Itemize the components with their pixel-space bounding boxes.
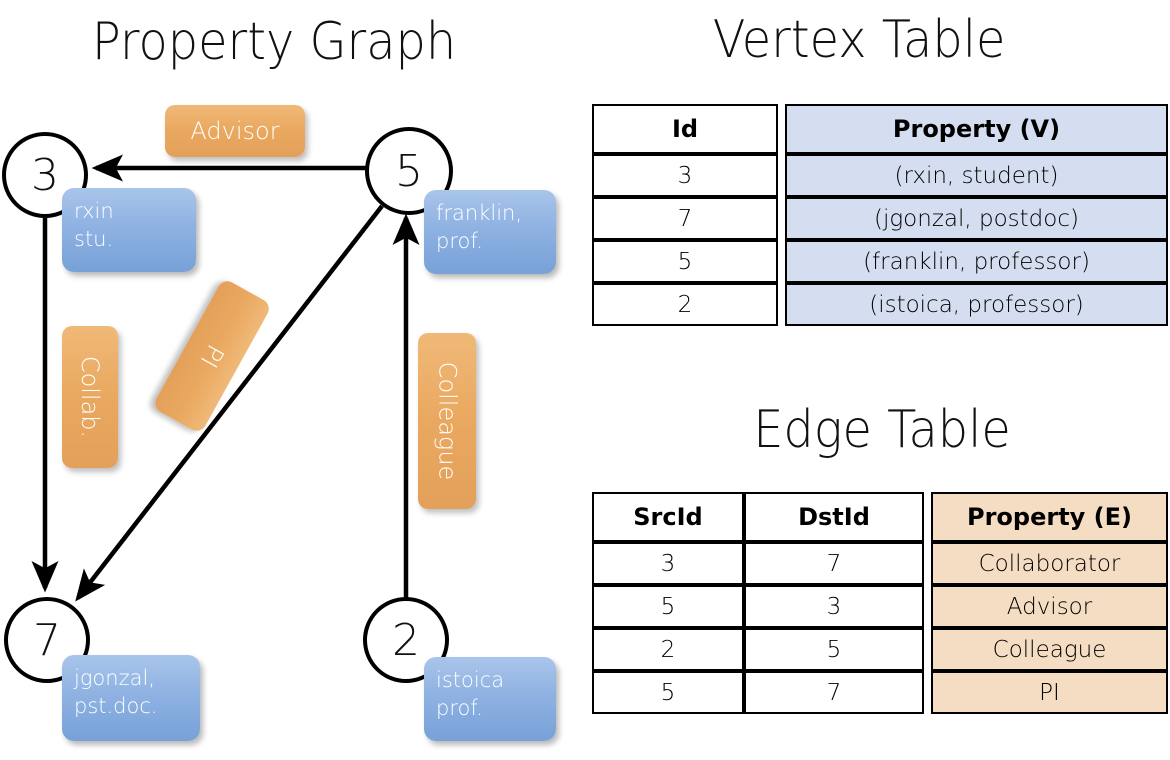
edge-header-srcid: SrcId — [592, 492, 744, 542]
vertex-cell-id: 2 — [592, 283, 778, 326]
vertex-cell-property: (istoica, professor) — [785, 283, 1168, 326]
page-title-edge-table: Edge Table — [753, 400, 1011, 460]
vertex-cell-id: 5 — [592, 240, 778, 283]
edge-cell-dstid: 7 — [744, 671, 924, 714]
edge-label-chip-colleague: Colleague — [418, 333, 476, 509]
edge-cell-property: Advisor — [931, 585, 1168, 628]
edge-header-dstid: DstId — [744, 492, 924, 542]
edge-label-pi-text: PI — [194, 339, 230, 373]
bubble-line-2: prof. — [436, 695, 483, 720]
column-gap — [924, 671, 931, 714]
bubble-line-2: pst.doc. — [74, 693, 158, 718]
graph-node-3-label: 3 — [31, 149, 59, 201]
edge-table: SrcId DstId Property (E) 3 7 Collaborato… — [592, 492, 1168, 714]
graph-node-2[interactable]: 2 — [363, 597, 449, 683]
table-row[interactable]: 3 (rxin, student) — [592, 154, 1168, 197]
vertex-header-id: Id — [592, 104, 778, 154]
table-header-row: SrcId DstId Property (E) — [592, 492, 1168, 542]
table-row[interactable]: 5 (franklin, professor) — [592, 240, 1168, 283]
vertex-cell-property: (jgonzal, postdoc) — [785, 197, 1168, 240]
edge-cell-srcid: 2 — [592, 628, 744, 671]
edge-label-colleague-text: Colleague — [433, 361, 462, 481]
column-gap — [778, 104, 785, 154]
graph-node-7-label: 7 — [33, 614, 61, 666]
edge-cell-property: PI — [931, 671, 1168, 714]
vertex-cell-id: 3 — [592, 154, 778, 197]
column-gap — [924, 492, 931, 542]
table-row[interactable]: 5 7 PI — [592, 671, 1168, 714]
column-gap — [778, 154, 785, 197]
bubble-line-1: istoica — [436, 668, 505, 692]
graph-node-5[interactable]: 5 — [365, 127, 453, 215]
bubble-line-2: stu. — [74, 226, 114, 251]
vertex-header-property: Property (V) — [785, 104, 1168, 154]
bubble-line-1: rxin — [74, 199, 114, 223]
table-row[interactable]: 2 (istoica, professor) — [592, 283, 1168, 326]
vertex-property-bubble-istoica: istoica prof. — [424, 657, 556, 741]
column-gap — [924, 542, 931, 585]
vertex-table: Id Property (V) 3 (rxin, student) 7 (jgo… — [592, 104, 1168, 326]
edge-line-pi — [75, 204, 384, 602]
bubble-line-2: prof. — [436, 228, 483, 253]
graph-node-5-label: 5 — [395, 145, 423, 197]
edge-cell-dstid: 7 — [744, 542, 924, 585]
edge-label-chip-advisor: Advisor — [165, 105, 305, 157]
vertex-cell-property: (franklin, professor) — [785, 240, 1168, 283]
bubble-line-1: jgonzal, — [74, 666, 155, 690]
page-title-property-graph: Property Graph — [91, 12, 457, 72]
edge-cell-dstid: 5 — [744, 628, 924, 671]
edge-cell-srcid: 5 — [592, 585, 744, 628]
bubble-line-1: franklin, — [436, 201, 523, 225]
column-gap — [778, 197, 785, 240]
column-gap — [778, 240, 785, 283]
vertex-cell-id: 7 — [592, 197, 778, 240]
property-graph-diagram: 3 5 7 2 rxin stu. franklin, prof. jgonza… — [0, 0, 580, 760]
edge-header-property: Property (E) — [931, 492, 1168, 542]
vertex-property-bubble-rxin: rxin stu. — [62, 188, 196, 272]
table-row[interactable]: 3 7 Collaborator — [592, 542, 1168, 585]
edge-cell-property: Collaborator — [931, 542, 1168, 585]
page-title-vertex-table: Vertex Table — [712, 10, 1006, 70]
column-gap — [924, 628, 931, 671]
column-gap — [778, 283, 785, 326]
edge-cell-dstid: 3 — [744, 585, 924, 628]
edge-label-chip-collab: Collab. — [62, 326, 118, 468]
vertex-property-bubble-franklin: franklin, prof. — [424, 190, 556, 274]
table-header-row: Id Property (V) — [592, 104, 1168, 154]
edge-label-advisor-text: Advisor — [190, 117, 280, 145]
vertex-cell-property: (rxin, student) — [785, 154, 1168, 197]
edge-cell-srcid: 5 — [592, 671, 744, 714]
edge-cell-property: Colleague — [931, 628, 1168, 671]
table-row[interactable]: 2 5 Colleague — [592, 628, 1168, 671]
column-gap — [924, 585, 931, 628]
graph-node-2-label: 2 — [392, 614, 420, 666]
vertex-property-bubble-jgonzal: jgonzal, pst.doc. — [62, 655, 200, 741]
edge-label-collab-text: Collab. — [76, 355, 105, 439]
edge-cell-srcid: 3 — [592, 542, 744, 585]
graph-edges-svg — [31, 154, 420, 602]
table-row[interactable]: 5 3 Advisor — [592, 585, 1168, 628]
table-row[interactable]: 7 (jgonzal, postdoc) — [592, 197, 1168, 240]
